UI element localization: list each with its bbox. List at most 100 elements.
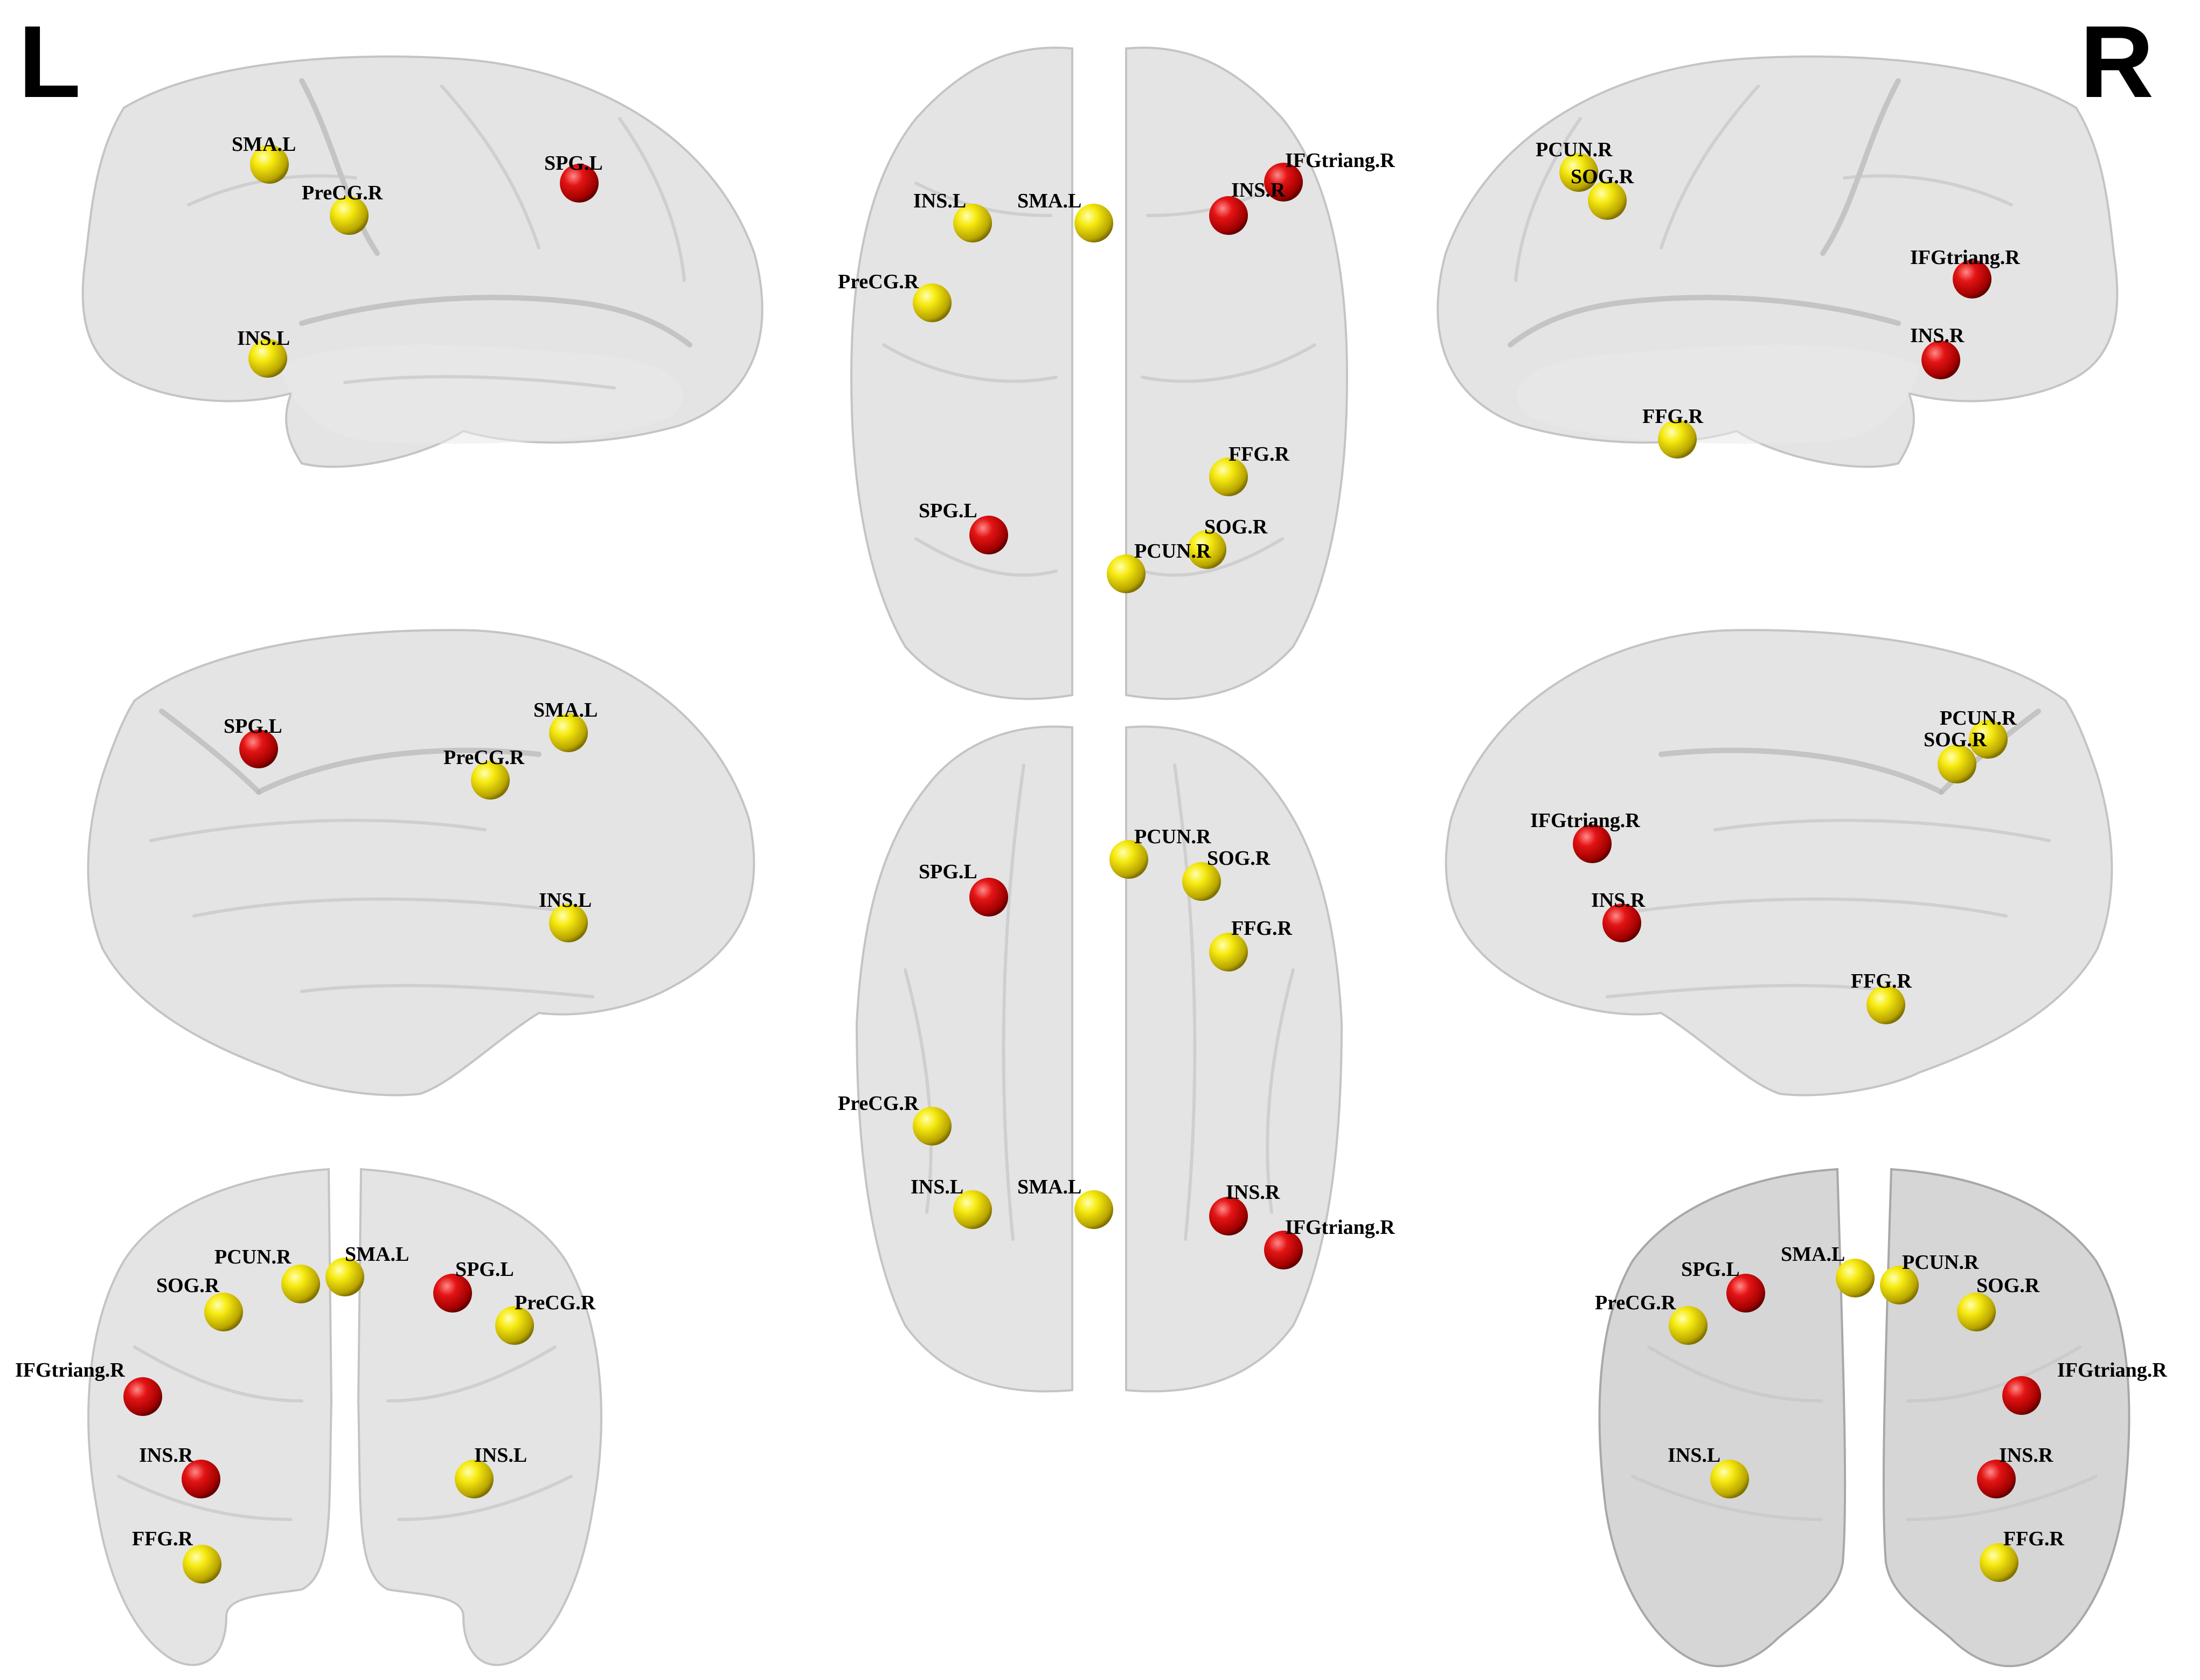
right-hemisphere <box>1125 725 1343 1393</box>
node-ifgtriang-r-medial-right <box>1573 824 1612 863</box>
node-pcun-r-anterior <box>1880 1266 1919 1304</box>
node-precg-r-superior <box>913 283 952 322</box>
node-label-pcun-r-anterior: PCUN.R <box>1902 1251 1979 1274</box>
node-ins-l-anterior <box>1710 1460 1749 1498</box>
node-label-ffg-r-superior: FFG.R <box>1229 443 1289 466</box>
view-superior <box>850 46 1349 700</box>
node-precg-r-anterior <box>1669 1306 1708 1345</box>
node-precg-r-inferior <box>913 1107 952 1146</box>
node-label-ifgtriang-r-lateral-right: IFGtriang.R <box>1910 246 2020 269</box>
node-label-sog-r-anterior: SOG.R <box>1976 1274 2040 1297</box>
node-pcun-r-posterior <box>281 1265 320 1303</box>
node-spg-l-posterior <box>433 1274 472 1313</box>
node-label-ffg-r-lateral-right: FFG.R <box>1642 405 1703 428</box>
node-label-ffg-r-posterior: FFG.R <box>132 1528 193 1550</box>
node-label-ins-r-anterior: INS.R <box>1999 1444 2053 1467</box>
node-label-ins-l-lateral-left: INS.L <box>237 327 290 350</box>
node-label-precg-r-posterior: PreCG.R <box>515 1292 596 1314</box>
node-ins-r-lateral-right <box>1921 341 1960 379</box>
nodes-layer: SMA.LPreCG.RSPG.LINS.LIFGtriang.RINS.RIN… <box>15 133 2167 1584</box>
node-label-ins-r-superior: INS.R <box>1231 179 1286 202</box>
node-ins-l-lateral-left <box>248 339 287 378</box>
view-medial-right <box>1445 629 2113 1096</box>
node-sog-r-anterior <box>1957 1293 1996 1331</box>
node-label-precg-r-anterior: PreCG.R <box>1595 1292 1676 1314</box>
node-label-sog-r-posterior: SOG.R <box>156 1274 220 1297</box>
left-hemisphere <box>87 1168 333 1667</box>
node-label-ins-r-inferior: INS.R <box>1226 1181 1280 1204</box>
node-label-pcun-r-lateral-right: PCUN.R <box>1536 138 1613 161</box>
node-label-ifgtriang-r-anterior: IFGtriang.R <box>2057 1359 2167 1382</box>
node-sma-l-superior <box>1074 204 1113 242</box>
node-label-ifgtriang-r-posterior: IFGtriang.R <box>15 1359 125 1382</box>
node-label-ins-l-anterior: INS.L <box>1668 1444 1720 1467</box>
node-label-sma-l-inferior: SMA.L <box>1017 1176 1081 1198</box>
sulcus-line <box>343 375 616 390</box>
node-ins-r-superior <box>1209 196 1248 235</box>
node-label-ins-l-posterior: INS.L <box>474 1444 527 1467</box>
node-spg-l-inferior <box>969 878 1008 917</box>
node-sma-l-posterior <box>325 1258 364 1296</box>
node-precg-r-medial-left <box>471 761 510 800</box>
node-label-spg-l-posterior: SPG.L <box>455 1258 514 1281</box>
node-ins-r-anterior <box>1977 1460 2016 1498</box>
lateral-fissure <box>299 295 692 348</box>
node-label-sog-r-medial-right: SOG.R <box>1924 728 1987 751</box>
node-sog-r-inferior <box>1182 862 1221 901</box>
node-sog-r-lateral-right <box>1588 181 1627 220</box>
temporal-lobe <box>1517 345 1920 444</box>
right-hemisphere <box>1125 46 1349 700</box>
sulcus-line <box>618 117 686 282</box>
brain-surface <box>1445 629 2113 1096</box>
node-label-ffg-r-inferior: FFG.R <box>1231 917 1292 940</box>
node-ins-r-inferior <box>1209 1197 1248 1235</box>
node-spg-l-medial-left <box>239 730 278 768</box>
node-ins-r-medial-right <box>1602 904 1641 942</box>
node-label-ins-l-superior: INS.L <box>913 190 966 212</box>
node-label-ffg-r-medial-right: FFG.R <box>1851 970 1912 992</box>
temporal-lobe <box>280 345 683 444</box>
node-label-ins-l-inferior: INS.L <box>911 1176 963 1198</box>
node-ins-l-inferior <box>953 1190 992 1229</box>
node-label-spg-l-superior: SPG.L <box>919 499 977 522</box>
view-posterior <box>87 1168 602 1667</box>
node-ins-l-superior <box>953 204 992 242</box>
node-label-pcun-r-inferior: PCUN.R <box>1134 825 1211 848</box>
node-ins-l-medial-left <box>549 904 588 942</box>
node-label-sma-l-medial-left: SMA.L <box>533 699 598 721</box>
node-label-ifgtriang-r-inferior: IFGtriang.R <box>1285 1216 1395 1239</box>
right-hemisphere-label: R <box>2080 5 2154 119</box>
node-label-sma-l-lateral-left: SMA.L <box>232 133 296 156</box>
node-label-spg-l-lateral-left: SPG.L <box>544 152 603 175</box>
left-hemisphere <box>855 725 1073 1393</box>
view-lateral-left <box>81 55 764 468</box>
node-sma-l-medial-left <box>549 713 588 752</box>
node-ifgtriang-r-inferior <box>1264 1231 1303 1269</box>
node-ffg-r-lateral-right <box>1658 420 1697 459</box>
node-ffg-r-inferior <box>1209 933 1248 971</box>
node-label-ins-l-medial-left: INS.L <box>539 889 592 912</box>
node-label-spg-l-anterior: SPG.L <box>1681 1258 1740 1281</box>
right-hemisphere <box>357 1168 602 1667</box>
node-pcun-r-lateral-right <box>1559 153 1598 192</box>
node-label-sma-l-superior: SMA.L <box>1017 190 1081 212</box>
node-label-ifgtriang-r-superior: IFGtriang.R <box>1285 149 1395 172</box>
node-ifgtriang-r-lateral-right <box>1953 260 1991 298</box>
node-ifgtriang-r-posterior <box>123 1377 162 1416</box>
node-label-ffg-r-anterior: FFG.R <box>2003 1528 2064 1550</box>
node-label-sog-r-inferior: SOG.R <box>1207 847 1271 870</box>
node-label-sma-l-posterior: SMA.L <box>345 1243 409 1266</box>
node-label-precg-r-superior: PreCG.R <box>838 270 919 293</box>
left-hemisphere <box>1598 1168 1847 1668</box>
node-spg-l-anterior <box>1726 1274 1765 1313</box>
node-ffg-r-superior <box>1209 457 1248 496</box>
node-label-precg-r-lateral-left: PreCG.R <box>302 182 383 204</box>
node-label-pcun-r-superior: PCUN.R <box>1134 540 1211 563</box>
node-label-sog-r-lateral-right: SOG.R <box>1571 165 1634 188</box>
node-sog-r-medial-right <box>1938 745 1976 783</box>
central-sulcus <box>299 78 380 256</box>
node-label-pcun-r-posterior: PCUN.R <box>214 1246 292 1268</box>
left-hemisphere-label: L <box>18 5 81 119</box>
sulcus-line <box>440 85 540 249</box>
